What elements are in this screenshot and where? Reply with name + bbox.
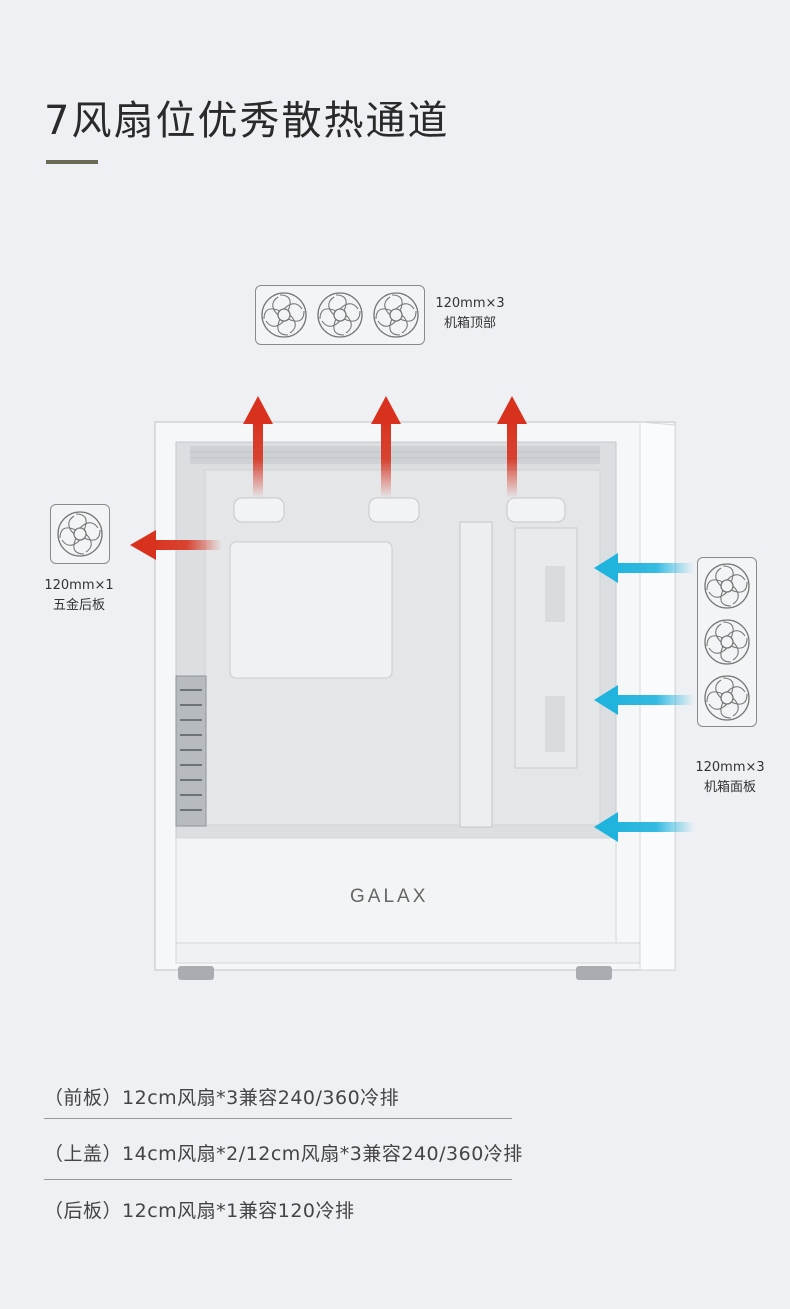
spec-divider [44, 1179, 512, 1180]
fan-icon [317, 292, 363, 338]
spec-prefix: （上盖） [44, 1143, 123, 1165]
fan-icon [704, 619, 750, 665]
rear-fan-location: 五金后板 [52, 598, 105, 613]
cable-hole [233, 497, 285, 523]
cpu-cutout [229, 541, 393, 679]
spec-rear: （后板）12cm风扇*1兼容120冷排 [44, 1196, 355, 1223]
top-mesh-panel [190, 446, 600, 464]
fan-icon [704, 563, 750, 609]
intake-arrow-front [594, 553, 694, 583]
top-fan-label: 120mm×3 机箱顶部 [430, 294, 510, 334]
fan-icon [57, 511, 103, 557]
intake-arrow-front [594, 812, 694, 842]
pc-case-illustration [130, 396, 694, 980]
intake-arrow-front [594, 685, 694, 715]
fan-icon [704, 675, 750, 721]
spec-prefix: （后板） [44, 1200, 123, 1222]
exhaust-arrow-top [497, 396, 527, 498]
front-fan-location: 机箱面板 [703, 780, 756, 795]
top-fan-count: 120mm×3 [435, 296, 505, 311]
exhaust-arrow-rear [130, 530, 222, 560]
fan-icon [261, 292, 307, 338]
spec-text: 14cm风扇*2/12cm风扇*3兼容240/360冷排 [122, 1143, 523, 1165]
spec-prefix: （前板） [44, 1087, 123, 1109]
exhaust-arrow-top [371, 396, 401, 498]
rear-fan-box [50, 504, 110, 564]
exhaust-arrow-top [243, 396, 273, 498]
cable-hole [506, 497, 566, 523]
case-foot [576, 966, 612, 980]
spec-text: 12cm风扇*1兼容120冷排 [122, 1200, 355, 1222]
spec-front: （前板）12cm风扇*3兼容240/360冷排 [44, 1083, 399, 1110]
spec-divider [44, 1118, 512, 1119]
rear-fan-count: 120mm×1 [44, 578, 114, 593]
top-fan-location: 机箱顶部 [443, 316, 496, 331]
fan-icon [373, 292, 419, 338]
title-underline [46, 160, 98, 164]
brand-logo: GALAX [350, 886, 429, 907]
front-fan-count: 120mm×3 [695, 760, 765, 775]
spec-top: （上盖）14cm风扇*2/12cm风扇*3兼容240/360冷排 [44, 1139, 523, 1166]
cable-hole [368, 497, 420, 523]
page-title: 7风扇位优秀散热通道 [44, 98, 450, 144]
top-fan-box [255, 285, 425, 345]
case-foot [178, 966, 214, 980]
rear-fan-label: 120mm×1 五金后板 [34, 576, 124, 616]
cable-cover-bar [459, 521, 493, 828]
spec-text: 12cm风扇*3兼容240/360冷排 [122, 1087, 400, 1109]
front-fan-label: 120mm×3 机箱面板 [688, 758, 772, 798]
front-fan-box [697, 557, 757, 727]
